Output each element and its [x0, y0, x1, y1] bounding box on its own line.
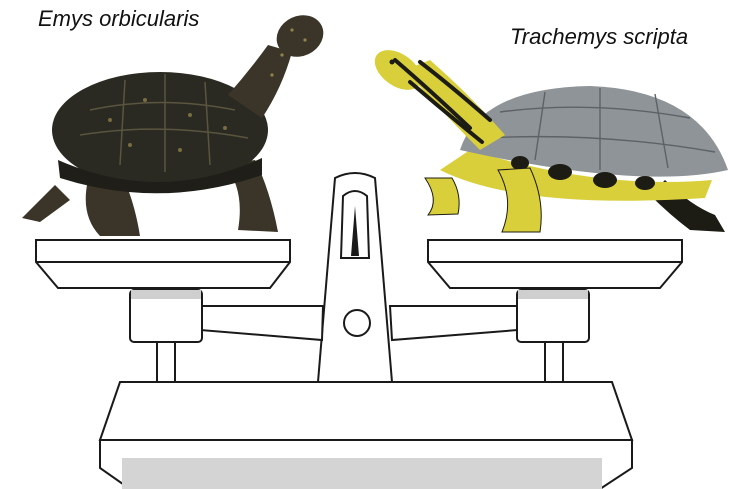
- european-pond-turtle-icon: [22, 8, 330, 236]
- emys-tail: [22, 185, 70, 222]
- scale-housing-left-shade: [131, 290, 201, 299]
- scale-pivot-knob: [344, 310, 370, 336]
- scale-pan-left: [36, 240, 290, 288]
- scale-post-left: [157, 340, 175, 382]
- scale-base-top: [100, 382, 632, 440]
- scale-beam-left: [200, 306, 323, 340]
- trachemys-eye: [390, 60, 395, 65]
- scale-housing-right-shade: [518, 290, 588, 299]
- scale-beam-right: [390, 306, 518, 340]
- scale-base-shadow: [122, 458, 602, 489]
- red-eared-slider-turtle-icon: [368, 42, 728, 232]
- scale-pan-right: [428, 240, 682, 288]
- scale-post-right: [545, 340, 563, 382]
- trachemys-back-foot: [425, 178, 459, 215]
